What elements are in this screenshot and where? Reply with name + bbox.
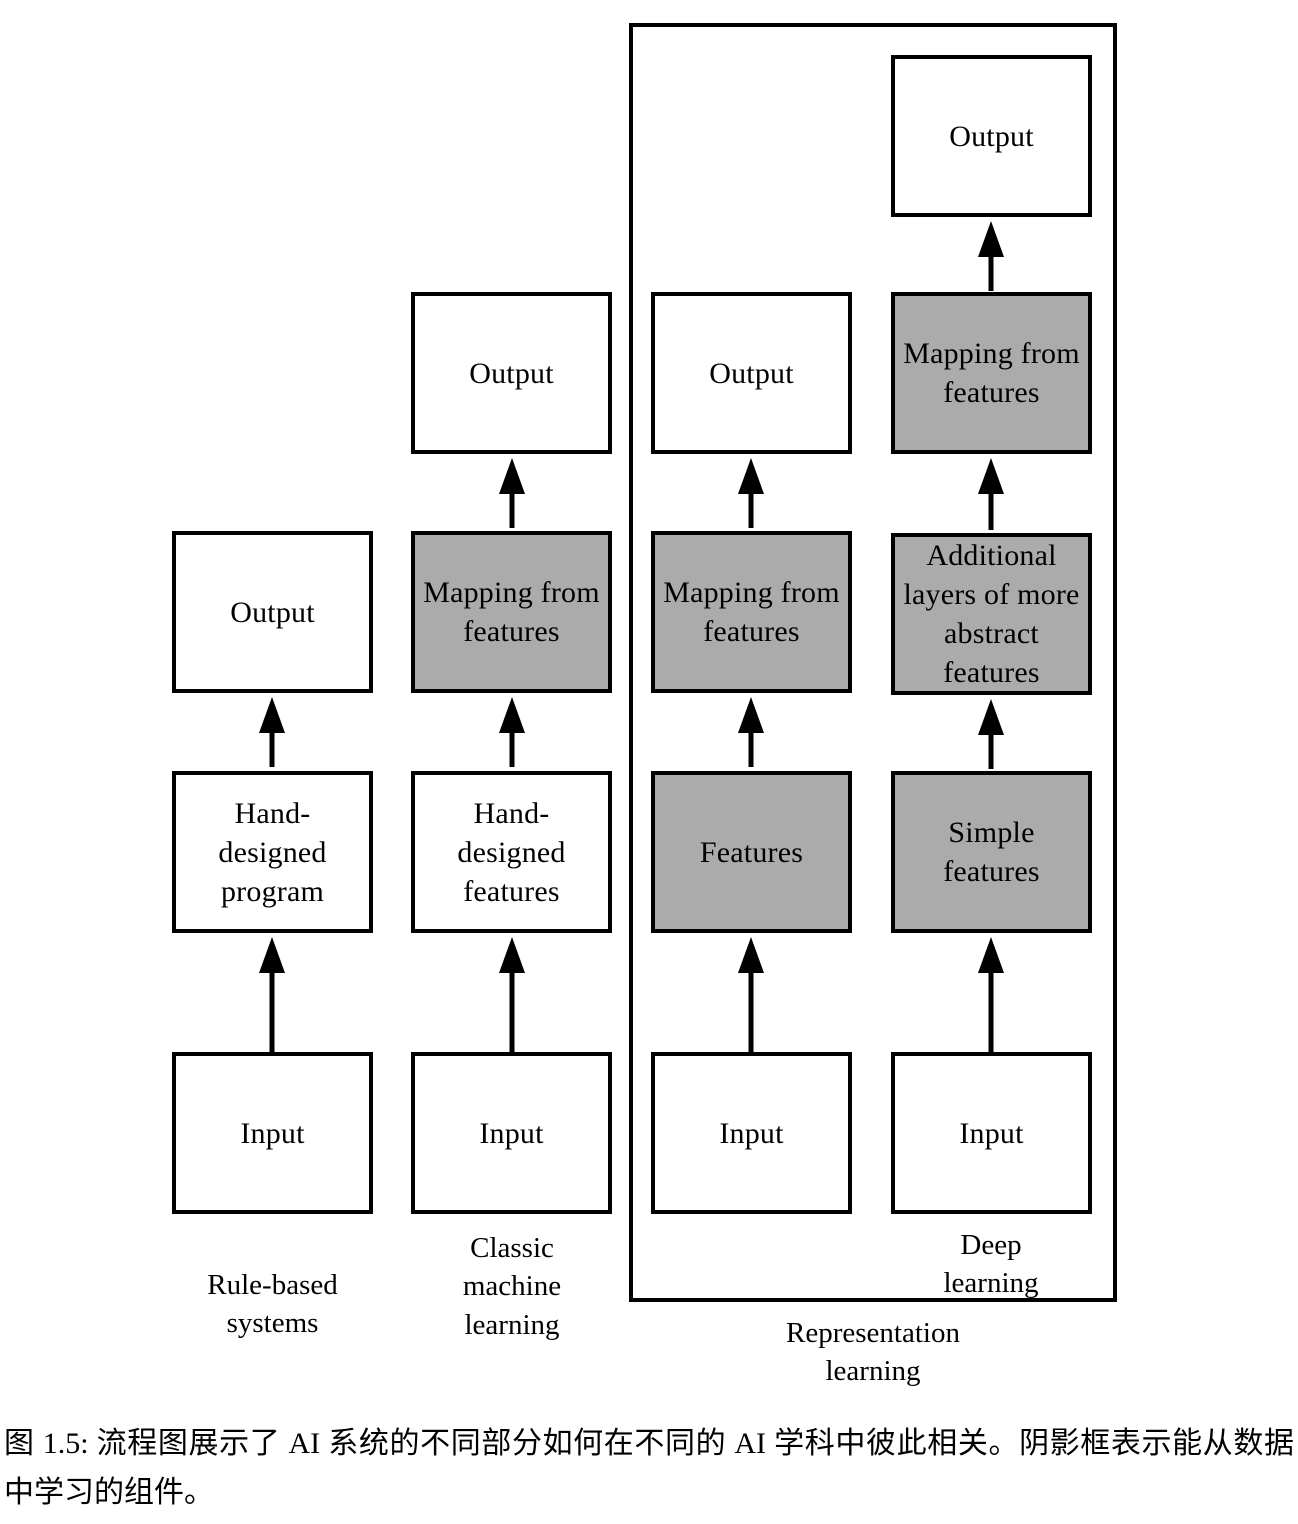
node-col3-output[interactable]: Output xyxy=(651,292,852,454)
arrow-shaft xyxy=(509,490,515,528)
arrow-col2-input-to-features xyxy=(499,937,525,1052)
node-col2-input-label: Input xyxy=(479,1116,544,1150)
arrow-shaft xyxy=(509,969,515,1052)
node-col1-output-label: Output xyxy=(230,595,315,629)
arrow-shaft xyxy=(269,969,275,1052)
column-caption-deep-learning: Deep learning xyxy=(871,1226,1111,1303)
arrow-shaft xyxy=(988,253,994,291)
arrow-head-icon xyxy=(259,937,285,973)
column-caption-rule-based-systems: Rule-based systems xyxy=(132,1266,413,1343)
group-caption-line-2: learning xyxy=(825,1355,921,1388)
node-col4-output[interactable]: Output xyxy=(891,55,1092,217)
arrow-shaft xyxy=(988,731,994,769)
arrow-head-icon xyxy=(978,458,1004,494)
arrow-head-icon xyxy=(738,458,764,494)
arrow-col4-mapping-to-output xyxy=(978,221,1004,291)
arrow-head-icon xyxy=(978,937,1004,973)
column-caption-line-2: systems xyxy=(226,1307,319,1340)
column-caption-line-1: Classic xyxy=(470,1232,554,1264)
arrow-head-icon xyxy=(738,937,764,973)
node-col4-input-label: Input xyxy=(959,1116,1024,1150)
arrow-shaft xyxy=(509,729,515,767)
arrow-head-icon xyxy=(259,697,285,733)
arrow-col4-input-to-simple xyxy=(978,937,1004,1052)
node-col3-output-label: Output xyxy=(709,356,794,390)
arrow-shaft xyxy=(748,490,754,528)
figure-caption: 图 1.5: 流程图展示了 AI 系统的不同部分如何在不同的 AI 学科中彼此相… xyxy=(4,1427,1294,1509)
node-col2-output-label: Output xyxy=(469,356,554,390)
arrow-head-icon xyxy=(499,937,525,973)
arrow-col1-input-to-program xyxy=(259,937,285,1052)
arrow-shaft xyxy=(988,969,994,1052)
group-caption-representation-learning: Representation learning xyxy=(733,1314,1013,1391)
arrow-shaft xyxy=(988,490,994,530)
arrow-head-icon xyxy=(978,699,1004,735)
node-col2-output[interactable]: Output xyxy=(411,292,612,454)
arrow-shaft xyxy=(748,729,754,767)
column-caption-line-1: Deep xyxy=(960,1229,1022,1261)
arrow-head-icon xyxy=(499,458,525,494)
arrow-head-icon xyxy=(499,697,525,733)
node-col4-output-label: Output xyxy=(949,119,1034,153)
arrow-col2-features-to-mapping xyxy=(499,697,525,767)
arrow-col4-simple-to-additional xyxy=(978,699,1004,769)
node-col1-output[interactable]: Output xyxy=(172,531,373,693)
group-caption-line-1: Representation xyxy=(786,1317,960,1349)
arrow-shaft xyxy=(748,969,754,1052)
node-col3-features[interactable]: Features xyxy=(651,771,852,933)
arrow-col2-mapping-to-output xyxy=(499,458,525,528)
arrow-head-icon xyxy=(978,221,1004,257)
node-col1-input[interactable]: Input xyxy=(172,1052,373,1214)
arrow-col1-program-to-output xyxy=(259,697,285,767)
node-col3-input-label: Input xyxy=(719,1116,784,1150)
arrow-head-icon xyxy=(738,697,764,733)
column-caption-classic-machine-learning: Classic machine learning xyxy=(382,1229,642,1344)
node-col3-input[interactable]: Input xyxy=(651,1052,852,1214)
column-caption-line-1: Rule-based xyxy=(207,1269,338,1301)
arrow-col3-features-to-mapping xyxy=(738,697,764,767)
arrow-shaft xyxy=(269,729,275,767)
column-caption-line-3: learning xyxy=(464,1308,560,1341)
arrow-col3-input-to-features xyxy=(738,937,764,1052)
node-col3-features-label: Features xyxy=(699,835,804,869)
node-col1-input-label: Input xyxy=(240,1116,305,1150)
column-caption-line-2: machine xyxy=(462,1270,562,1303)
node-col2-input[interactable]: Input xyxy=(411,1052,612,1214)
node-col4-input[interactable]: Input xyxy=(891,1052,1092,1214)
column-caption-line-2: learning xyxy=(943,1267,1039,1300)
representation-learning-group-box xyxy=(629,23,1117,1302)
arrow-col3-mapping-to-output xyxy=(738,458,764,528)
arrow-col4-additional-to-mapping xyxy=(978,458,1004,530)
